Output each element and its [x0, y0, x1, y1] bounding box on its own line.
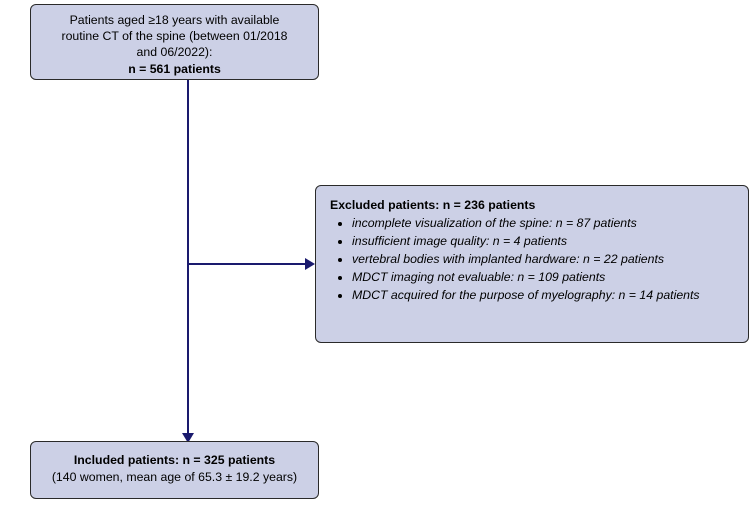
- excluded-reason-list: incomplete visualization of the spine: n…: [330, 215, 738, 304]
- list-item: MDCT acquired for the purpose of myelogr…: [352, 287, 738, 304]
- list-item: insufficient image quality: n = 4 patien…: [352, 233, 738, 250]
- list-item: MDCT imaging not evaluable: n = 109 pati…: [352, 269, 738, 286]
- excluded-arrowhead-icon: [305, 258, 315, 270]
- excluded-title: Excluded patients: n = 236 patients: [330, 198, 536, 212]
- eligible-patients-box: Patients aged ≥18 years with available r…: [30, 4, 319, 80]
- main-vertical-connector: [187, 80, 189, 441]
- excluded-patients-box: Excluded patients: n = 236 patients inco…: [315, 185, 749, 343]
- included-arrowhead-icon: [182, 433, 194, 443]
- eligible-count: n = 561 patients: [128, 61, 221, 76]
- included-count: Included patients: n = 325 patients: [73, 453, 276, 467]
- list-item: vertebral bodies with implanted hardware…: [352, 251, 738, 268]
- eligible-line-1: Patients aged ≥18 years with available: [69, 13, 280, 27]
- eligible-line-3: and 06/2022):: [136, 45, 213, 60]
- list-item: incomplete visualization of the spine: n…: [352, 215, 738, 232]
- excluded-branch-connector: [187, 263, 307, 265]
- eligible-line-2: routine CT of the spine (between 01/2018: [61, 29, 288, 44]
- included-demographics: (140 women, mean age of 65.3 ± 19.2 year…: [51, 469, 298, 484]
- included-patients-box: Included patients: n = 325 patients (140…: [30, 441, 319, 499]
